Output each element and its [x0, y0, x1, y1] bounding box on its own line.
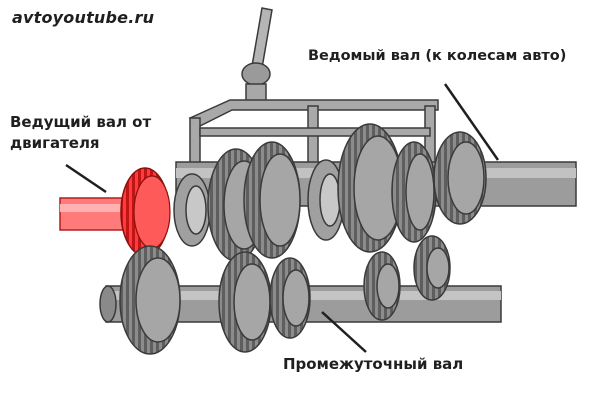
driven-shaft-gears: [173, 123, 487, 262]
intermediate-shaft-label: Промежуточный вал: [283, 355, 464, 373]
driving-shaft-label: Ведущий вал от двигателя: [10, 112, 151, 154]
leader-lines: [65, 83, 500, 353]
driving-shaft-label-line2: двигателя: [10, 134, 100, 152]
intermediate-shaft-gears: [119, 235, 451, 355]
driving-shaft-label-line1: Ведущий вал от: [10, 113, 152, 131]
watermark-text: avtoyoutube.ru: [12, 8, 155, 27]
driven-shaft-label: Ведомый вал (к колесам авто): [308, 48, 567, 64]
input-gear: [120, 167, 171, 257]
shift-lever: [241, 7, 273, 105]
